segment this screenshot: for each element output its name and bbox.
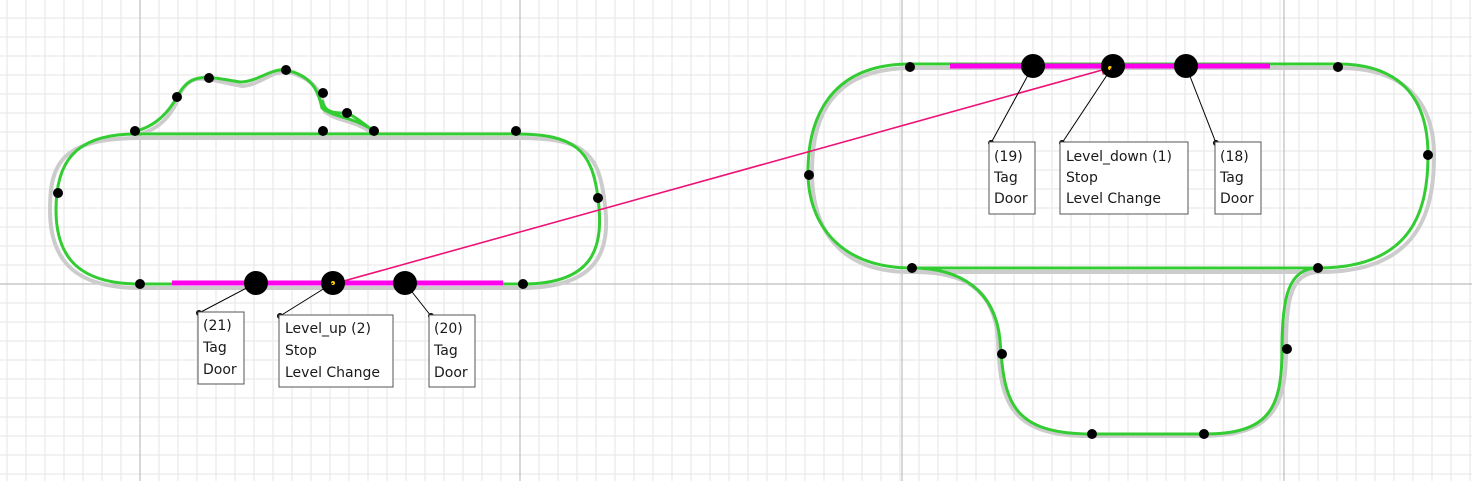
label-19-id: (19) (994, 149, 1023, 165)
node (1333, 62, 1343, 72)
node (342, 108, 352, 118)
node (135, 279, 145, 289)
node (318, 88, 328, 98)
label-19-kind: Door (994, 191, 1028, 207)
label-level-down[interactable]: Level_down (1) Stop Level Change (1059, 141, 1189, 215)
level-link-arrow[interactable] (331, 65, 1115, 286)
label-21[interactable]: (21) Tag Door (197, 311, 245, 385)
left-track-branch (135, 68, 375, 133)
node (905, 62, 915, 72)
label-19-type: Tag (993, 170, 1018, 186)
node (593, 193, 603, 203)
right-nodes (804, 62, 1433, 439)
node (172, 92, 182, 102)
label-18-id: (18) (1220, 149, 1249, 165)
node (1087, 429, 1097, 439)
label-level-down-kind: Level Change (1066, 191, 1161, 207)
label-20[interactable]: (20) Tag Door (428, 314, 476, 388)
label-21-type: Tag (202, 340, 227, 356)
label-21-kind: Door (203, 362, 237, 378)
left-track-loop[interactable] (47, 68, 609, 290)
right-track-lower-loop (911, 266, 1319, 436)
node (1423, 150, 1433, 160)
label-level-down-id: Level_down (1) (1066, 149, 1172, 165)
node (511, 126, 521, 136)
node (907, 263, 917, 273)
node (130, 126, 140, 136)
node (518, 279, 528, 289)
node (1199, 429, 1209, 439)
node (369, 126, 379, 136)
node (53, 188, 63, 198)
node (318, 126, 328, 136)
node (1313, 263, 1323, 273)
node (204, 73, 214, 83)
node (804, 170, 814, 180)
label-level-up[interactable]: Level_up (2) Stop Level Change (278, 314, 394, 388)
node (997, 349, 1007, 359)
label-level-up-kind: Level Change (285, 365, 380, 381)
label-18[interactable]: (18) Tag Door (1214, 141, 1262, 215)
label-19[interactable]: (19) Tag Door (988, 141, 1036, 215)
label-level-up-type: Stop (285, 343, 317, 359)
left-nodes (53, 65, 603, 289)
label-21-id: (21) (203, 318, 232, 334)
node (1282, 344, 1292, 354)
label-20-kind: Door (434, 365, 468, 381)
label-20-type: Tag (433, 343, 458, 359)
label-level-up-id: Level_up (2) (285, 321, 371, 337)
label-18-kind: Door (1220, 191, 1254, 207)
left-track-main (54, 132, 602, 286)
label-level-down-type: Stop (1066, 170, 1098, 186)
node (281, 65, 291, 75)
label-18-type: Tag (1219, 170, 1244, 186)
label-20-id: (20) (434, 321, 463, 337)
